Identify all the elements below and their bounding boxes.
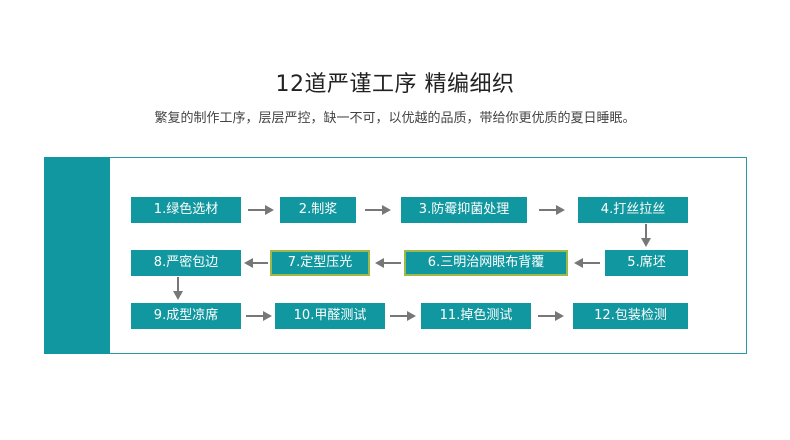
page-title: 12道严谨工序 精编细织 xyxy=(275,72,515,97)
step-7: 7.定型压光 xyxy=(270,250,370,276)
step-3: 3.防霉抑菌处理 xyxy=(401,197,527,223)
arrow-left-icon xyxy=(574,258,600,268)
step-9: 9.成型凉席 xyxy=(131,303,241,329)
arrow-left-icon xyxy=(244,258,268,268)
arrow-right-icon xyxy=(246,311,272,321)
arrow-right-icon xyxy=(248,205,274,215)
step-2: 2.制浆 xyxy=(280,197,356,223)
arrow-right-icon xyxy=(539,205,565,215)
step-1: 1.绿色选材 xyxy=(131,197,241,223)
arrow-left-icon xyxy=(375,258,401,268)
step-5: 5.席坯 xyxy=(605,250,688,276)
panel-side-bar xyxy=(44,157,110,354)
arrow-right-icon xyxy=(538,311,564,321)
step-8: 8.严密包边 xyxy=(131,250,241,276)
step-4: 4.打丝拉丝 xyxy=(578,197,688,223)
step-6: 6.三明治网眼布背覆 xyxy=(404,250,568,276)
arrow-right-icon xyxy=(390,311,416,321)
arrow-down-icon xyxy=(173,277,183,300)
step-10: 10.甲醛测试 xyxy=(275,303,385,329)
arrow-right-icon xyxy=(365,205,391,215)
arrow-down-icon xyxy=(641,224,651,247)
step-12: 12.包装检测 xyxy=(573,303,688,329)
step-11: 11.掉色测试 xyxy=(421,303,531,329)
page-subtitle: 繁复的制作工序，层层严控，缺一不可，以优越的品质，带给你更优质的夏日睡眠。 xyxy=(154,111,636,126)
